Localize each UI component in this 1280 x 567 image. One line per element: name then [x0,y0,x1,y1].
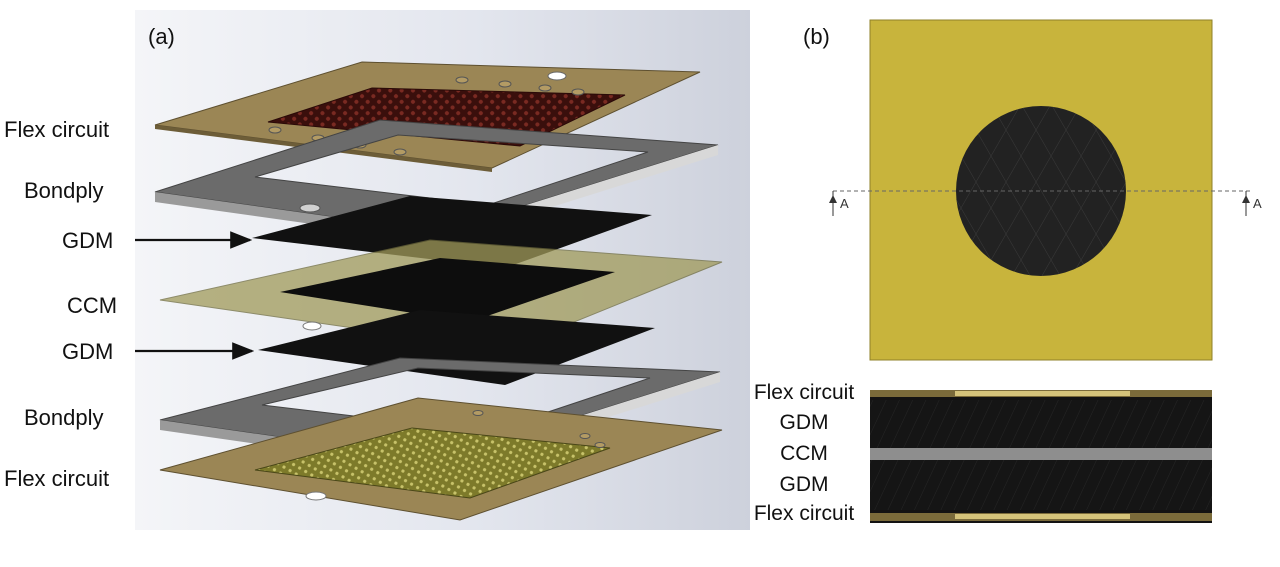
label-ccm: CCM [67,293,118,318]
cross-section-stack [870,390,1212,523]
cs-label-gdm-top: GDM [779,411,829,434]
cs-label-ccm: CCM [780,442,828,465]
label-gdm-bottom: GDM [62,339,114,364]
cs-label-flex-circuit-bottom: Flex circuit [753,502,855,525]
label-flex-circuit-top: Flex circuit [4,117,110,142]
section-marker-left: A [840,196,849,211]
panel-b-tag: (b) [803,24,830,49]
cs-label-gdm-bottom: GDM [779,473,829,496]
section-marker-right: A [1253,196,1262,211]
label-bondply-bottom: Bondply [24,405,104,430]
cs-label-flex-circuit-top: Flex circuit [753,381,855,404]
bottom-flex-circuit-layer [159,397,723,521]
label-gdm-top: GDM [62,228,114,253]
label-flex-circuit-bottom: Flex circuit [4,466,110,491]
label-bondply-top: Bondply [24,178,104,203]
panel-a-tag: (a) [148,24,175,49]
bottom-gdm-sheet [258,310,655,385]
